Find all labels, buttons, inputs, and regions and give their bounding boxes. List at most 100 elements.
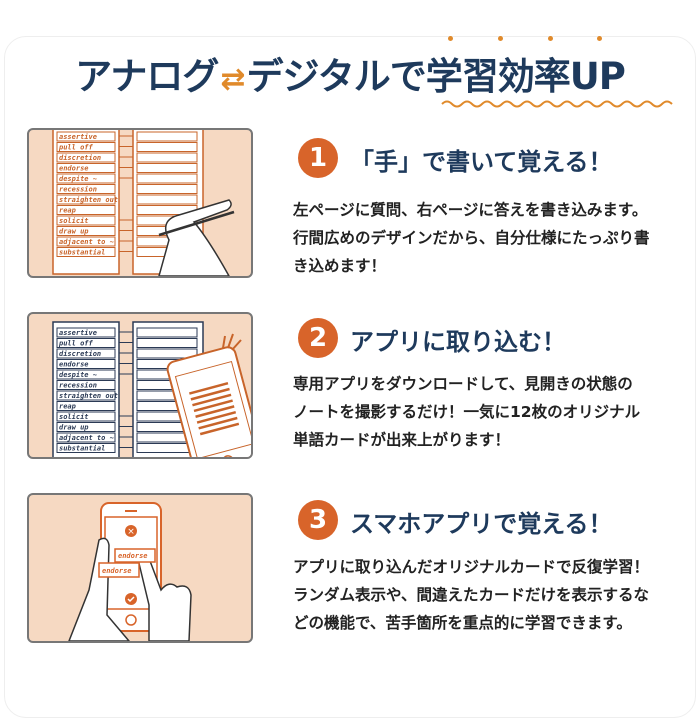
writing-hand (158, 199, 232, 276)
exchange-arrows-icon: ⇄ (220, 62, 245, 97)
close-icon-glyph: × (127, 527, 135, 537)
step-body-1: 左ページに質問、右ページに答えを書き込みます。 行間広めのデザインだから、自分仕… (293, 201, 650, 275)
notebook-line (56, 411, 116, 422)
home-button (222, 455, 234, 457)
step-heading-1: 「手」で書いて覚える！ (350, 148, 613, 176)
step-number-2: 2 (298, 318, 338, 358)
notebook-word: discretion (59, 350, 101, 358)
notebook-line (136, 338, 198, 348)
notebook-line (56, 348, 116, 359)
notebook-line (56, 142, 116, 152)
notebook-word: reap (59, 207, 76, 215)
notebook-word: despite ~ (59, 371, 97, 379)
notebook-word: adjacent to ~ (59, 238, 114, 246)
notebook-line (56, 369, 116, 380)
notebook-word: draw up (59, 424, 89, 432)
scanned-line (199, 422, 240, 436)
word-card-front (114, 548, 156, 563)
notebook-line (56, 226, 116, 236)
notebook-line (56, 131, 116, 142)
scanned-line (190, 387, 230, 401)
notebook-line (136, 194, 198, 205)
notebook-word: pull off (58, 340, 94, 348)
notebook-word: endorse (59, 361, 89, 369)
phone-screen (174, 360, 251, 457)
notebook-line (56, 380, 116, 390)
notebook-word: recession (59, 186, 97, 194)
notebook-line (136, 327, 198, 338)
step-body-2: 専用アプリをダウンロードして、見開きの状態の ノートを撮影するだけ！一気に12枚… (293, 375, 641, 449)
notebook-word: straighten out (59, 392, 118, 400)
notebook-line (136, 142, 198, 152)
card-word: endorse (102, 567, 132, 575)
notebook-word: assertive (59, 329, 97, 337)
notebook-line (136, 173, 198, 184)
notebook-line (56, 422, 116, 432)
notebook-word: reap (59, 403, 76, 411)
notebook-line (56, 205, 116, 215)
illustration-scan-notebook: assertive pull off discretion endorse despit… (27, 312, 253, 459)
notebook-word: discretion (59, 154, 101, 162)
scanned-line (193, 399, 233, 413)
scanned-line (189, 382, 229, 395)
check-icon-glyph (127, 596, 135, 603)
scanned-line (195, 405, 235, 418)
flash-lines (222, 333, 242, 351)
page-title: アナログ⇄デジタルで学習効率UP (0, 36, 700, 100)
illustration-phone-app: × endorse endorse (27, 493, 253, 643)
card-word: endorse (118, 552, 148, 560)
title-highlight: 学習効率UP (426, 36, 626, 100)
notebook-line (56, 432, 116, 443)
home-button (125, 614, 137, 626)
notebook-line (56, 215, 116, 226)
pen (158, 210, 235, 237)
notebook-line (136, 152, 198, 163)
notebook-word: solicit (59, 217, 89, 225)
scanned-line (192, 393, 232, 407)
left-hand (68, 537, 130, 641)
emphasis-dots (426, 36, 625, 41)
step-number-1: 1 (298, 138, 338, 178)
notebook-line (56, 163, 116, 173)
step-number-3: 3 (298, 500, 338, 540)
wavy-underline (441, 100, 673, 108)
phone (166, 346, 251, 457)
notebook-line (136, 348, 198, 359)
notebook-left-page (52, 130, 120, 275)
notebook-line (56, 236, 116, 247)
notebook-line (56, 443, 116, 453)
notebook-line (136, 131, 198, 142)
notebook-word: solicit (59, 413, 89, 421)
step-heading-2: アプリに取り込む！ (350, 328, 566, 356)
notebook-word: adjacent to ~ (59, 434, 114, 442)
notebook-word: recession (59, 382, 97, 390)
notebook-word: assertive (59, 133, 97, 141)
title-analog: アナログ (75, 55, 219, 98)
notebook-line (56, 152, 116, 163)
scanned-line (196, 410, 237, 424)
scanned-line (198, 416, 238, 430)
notebook-line (56, 359, 116, 369)
step-body-3: アプリに取り込んだオリジナルカードで反復学習！ ランダム表示や、間違えたカードだ… (293, 558, 650, 632)
notebook-word: straighten out (59, 196, 118, 204)
notebook-line (56, 173, 116, 184)
notebook-word: substantial (59, 445, 105, 453)
notebook-word: despite ~ (59, 175, 97, 183)
notebook-line (56, 327, 116, 338)
notebook-line (136, 184, 198, 194)
notebook-word: draw up (59, 228, 89, 236)
notebook-line (56, 390, 116, 401)
notebook-line (136, 163, 198, 173)
notebook-word: substantial (59, 249, 105, 257)
notebook-line (56, 194, 116, 205)
step-heading-3: スマホアプリで覚える！ (350, 510, 613, 538)
notebook-line (56, 338, 116, 348)
notebook-word: endorse (59, 165, 89, 173)
title-digital: デジタルで (246, 55, 426, 98)
notebook-line (56, 184, 116, 194)
notebook-line (56, 401, 116, 411)
close-icon (125, 525, 137, 537)
word-card-back (98, 562, 140, 578)
notebook-line (56, 247, 116, 257)
